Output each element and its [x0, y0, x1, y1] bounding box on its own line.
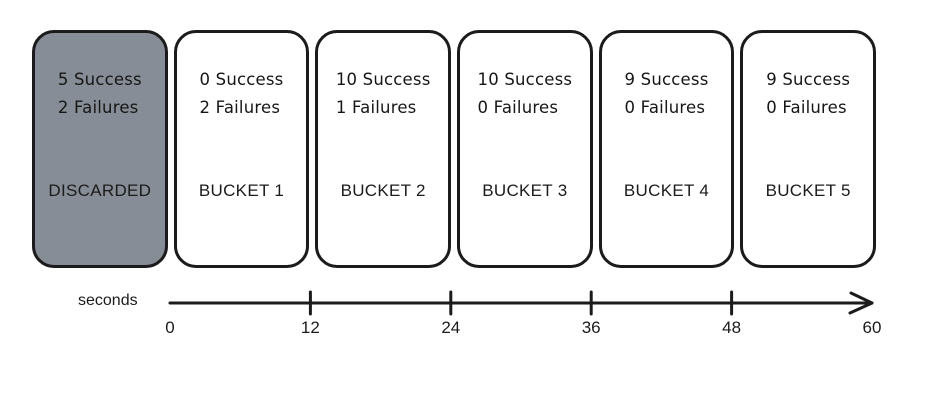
success-count: 9 Success: [624, 70, 709, 89]
bucket-label: BUCKET 1: [198, 181, 285, 200]
axis-tick-label: 60: [862, 318, 882, 337]
success-count: 5 Success: [57, 70, 142, 89]
failure-count: 0 Failures: [477, 97, 559, 117]
bucket-stats: 9 Success 0 Failures: [766, 70, 850, 118]
bucket-stats: 10 Success 0 Failures: [478, 70, 573, 118]
right-arrow-icon: [848, 291, 874, 315]
axis-tick-label: 0: [165, 318, 175, 337]
failure-count: 0 Failures: [766, 97, 847, 117]
axis-caption: seconds: [78, 292, 138, 309]
bucket-label: DISCARDED: [48, 181, 152, 200]
failure-count: 2 Failures: [57, 97, 139, 117]
axis-tick-label: 48: [722, 318, 742, 337]
failure-count: 2 Failures: [199, 97, 281, 117]
bucket-stats: 10 Success 1 Failures: [336, 70, 431, 118]
success-count: 10 Success: [335, 70, 431, 89]
bucket-stats: 0 Success 2 Failures: [200, 70, 284, 118]
bucket-label: BUCKET 4: [623, 181, 710, 200]
timeline-axis: seconds 0 12 24 36 48 60: [0, 282, 931, 352]
axis-tick-label: 36: [581, 318, 601, 337]
bucket-stats: 5 Success 2 Failures: [58, 70, 142, 118]
success-count: 9 Success: [766, 70, 851, 89]
bucket-label: BUCKET 5: [765, 181, 851, 200]
bucket-stats: 9 Success 0 Failures: [625, 70, 709, 118]
axis-tick-label: 24: [441, 318, 461, 337]
success-count: 10 Success: [477, 70, 573, 89]
failure-count: 1 Failures: [335, 97, 417, 117]
bucket-label: BUCKET 2: [340, 181, 426, 200]
axis-tick-label: 12: [300, 318, 320, 337]
success-count: 0 Success: [199, 70, 284, 89]
axis-line-svg: [168, 290, 874, 316]
bucket-label: BUCKET 3: [482, 181, 568, 200]
failure-count: 0 Failures: [624, 97, 706, 117]
